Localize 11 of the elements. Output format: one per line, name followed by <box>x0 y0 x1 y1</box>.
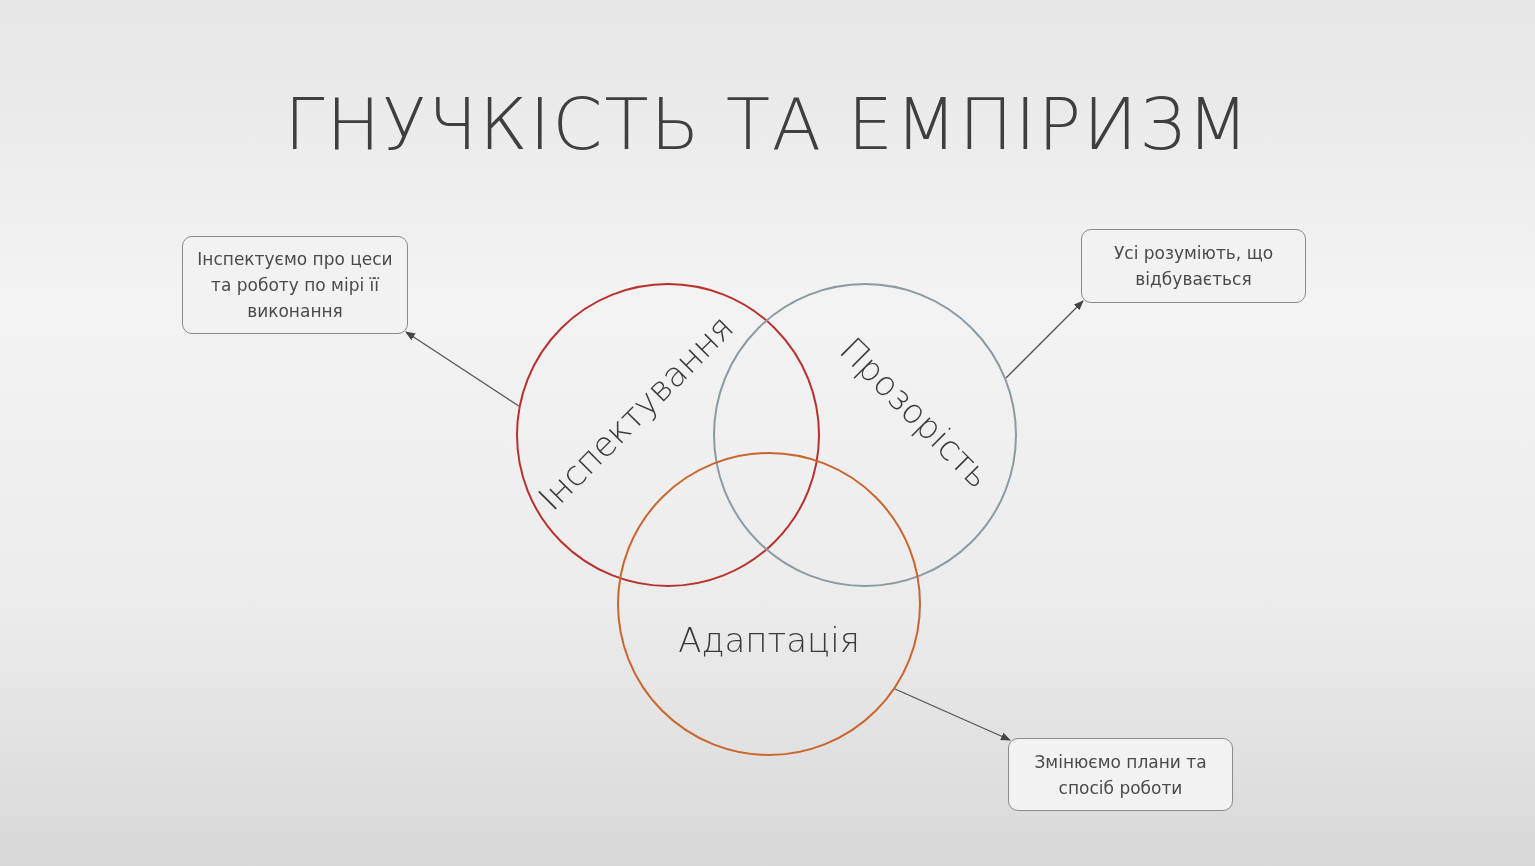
circle-label: Адаптація <box>678 618 860 662</box>
arrow <box>894 688 1011 741</box>
note-box <box>182 236 408 334</box>
arrow <box>405 331 520 407</box>
note-text: Змінюємо плани та спосіб роботи <box>1033 750 1208 800</box>
note-box <box>1008 738 1233 811</box>
slide-title: ГНУЧКІСТЬ ТА ЕМПІРИЗМ <box>283 88 1252 160</box>
note-box <box>1081 229 1306 303</box>
note-text: Усі розуміють, що відбувається <box>1112 242 1275 291</box>
note-text: Інспектуємо про цеси та роботу по мірі її виконання <box>196 248 394 323</box>
arrow <box>1005 300 1084 379</box>
